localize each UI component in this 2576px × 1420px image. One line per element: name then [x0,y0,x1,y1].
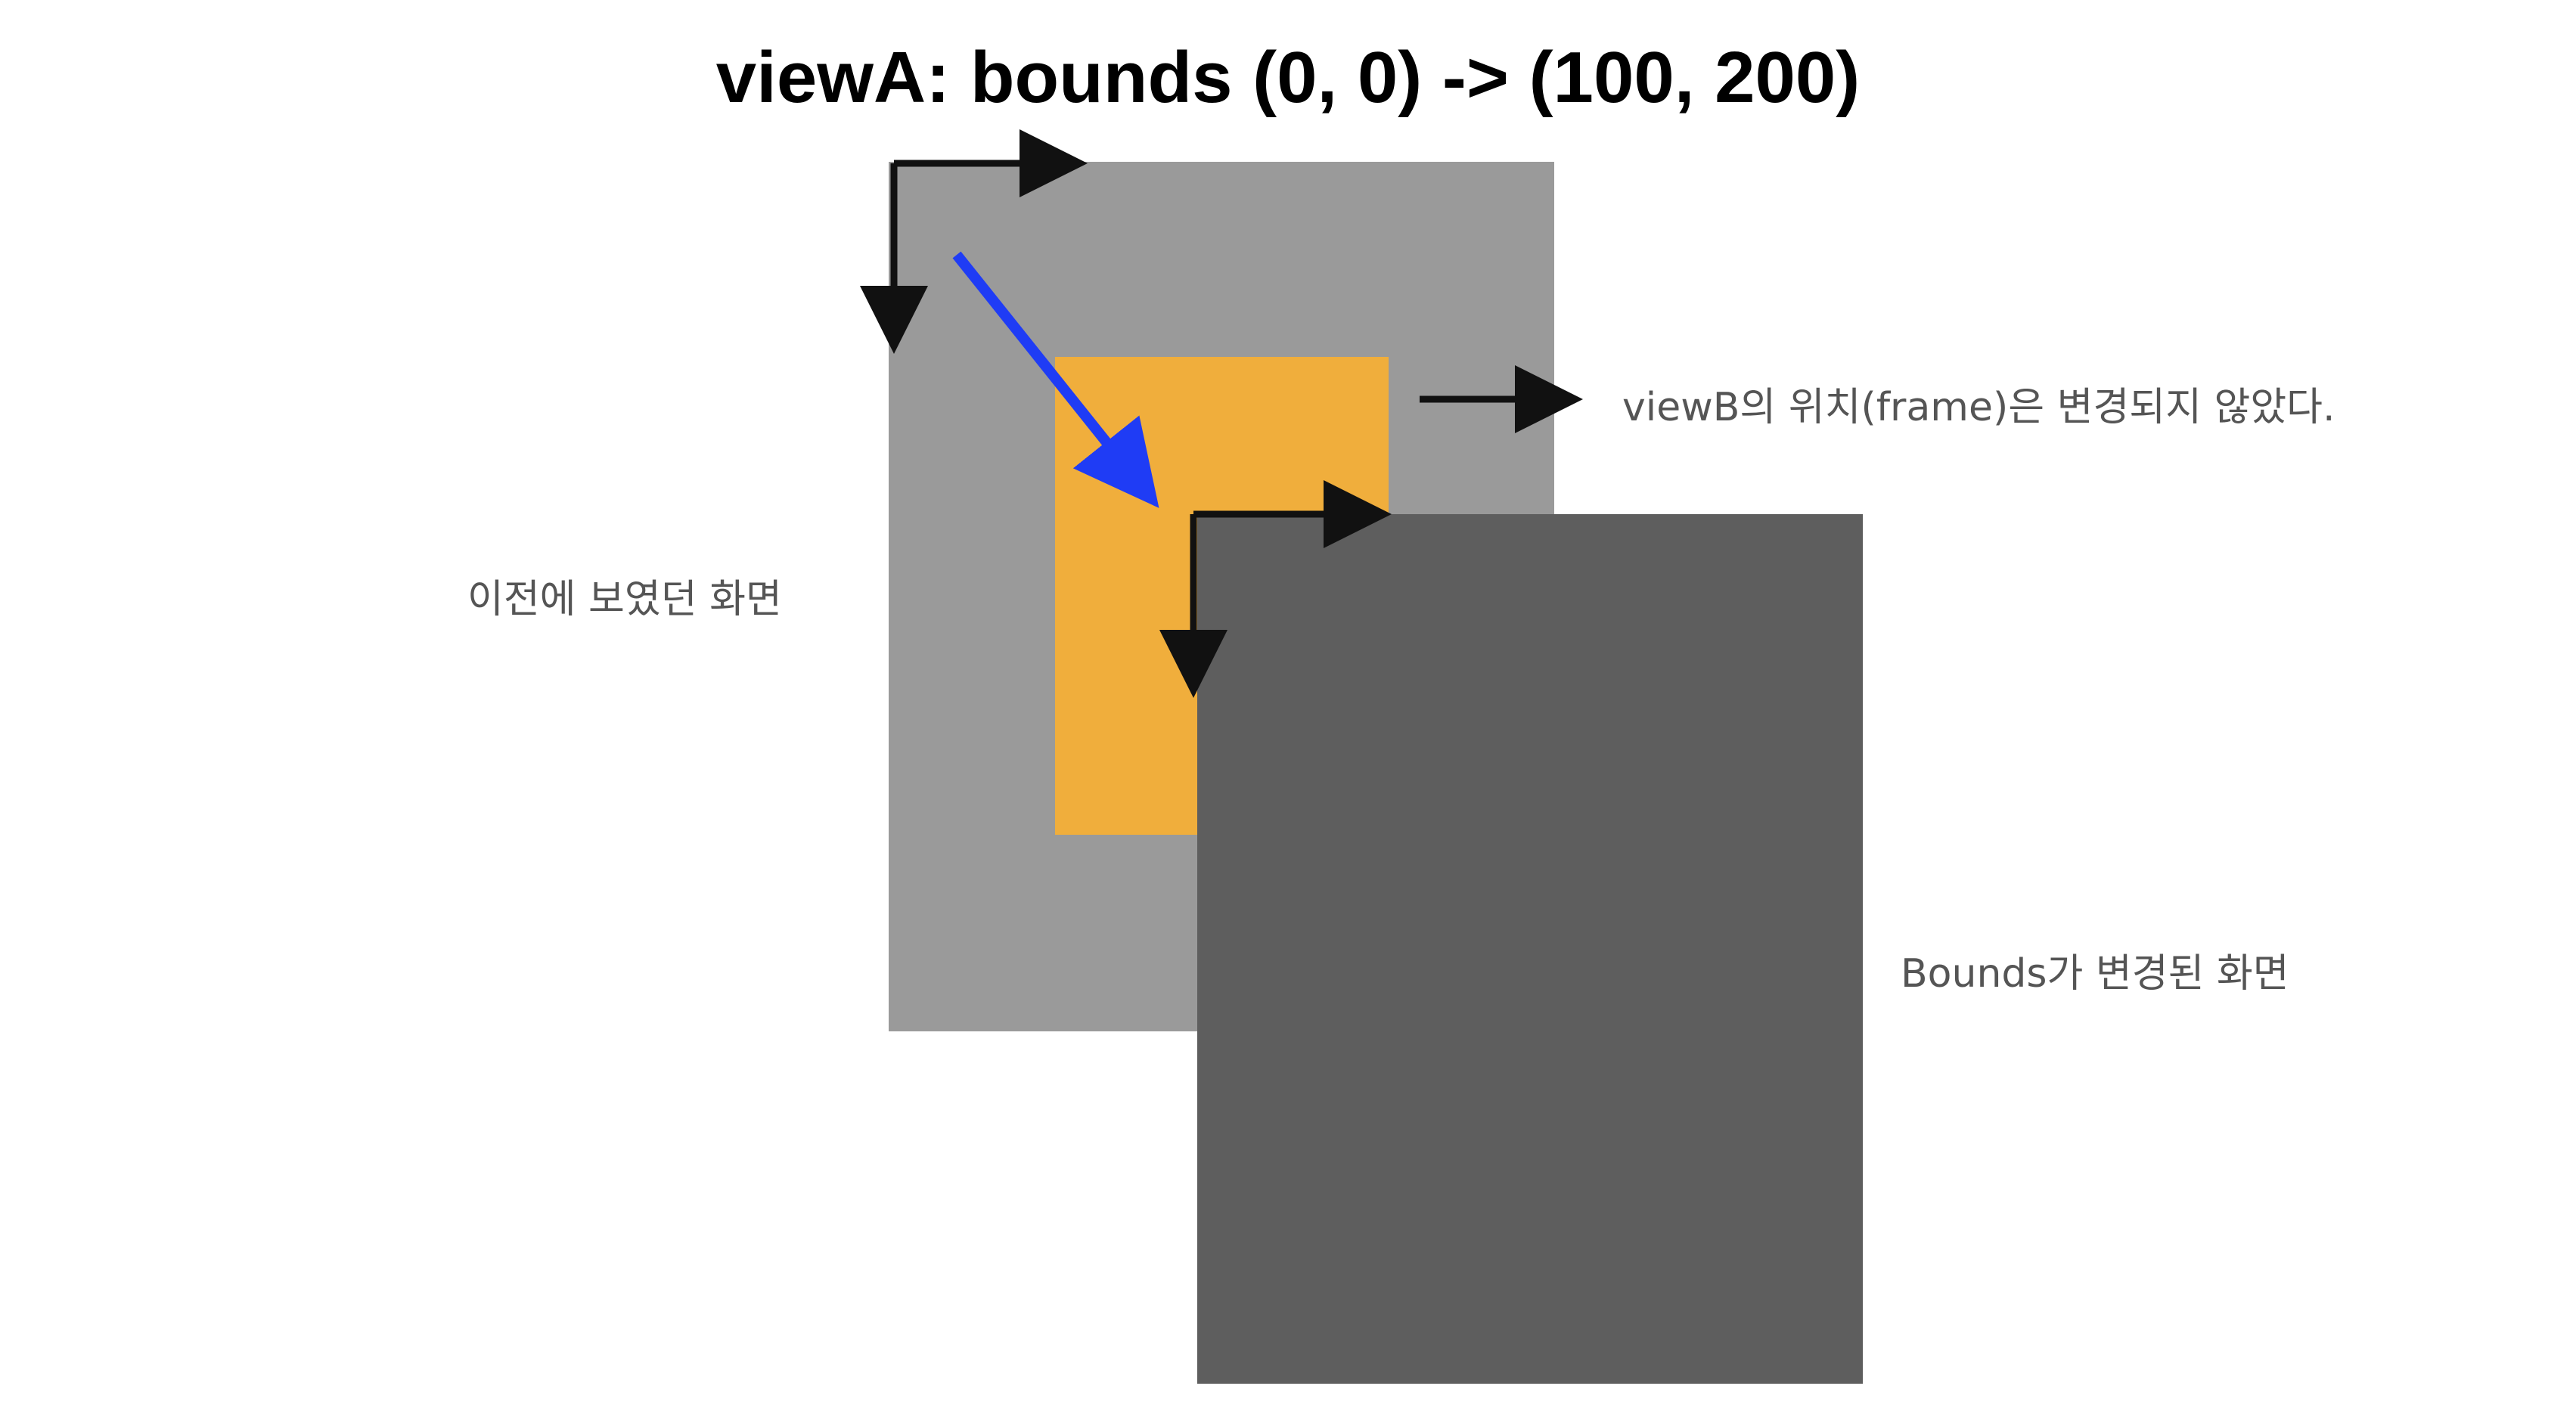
bounds-changed-view-rect [1197,514,1863,1384]
previous-origin-axes [860,129,1088,354]
frame-unchanged-note: viewB의 위치(frame)은 변경되지 않았다. [1622,385,2335,430]
bounds-changed-screen-label: Bounds가 변경된 화면 [1901,951,2289,997]
previous-screen-label: 이전에 보였던 화면 [467,577,782,622]
new-origin-axes [1159,480,1392,698]
bounds-shift-arrow [952,251,1159,508]
diagram-title: viewA: bounds (0, 0) -> (100, 200) [715,37,1861,118]
